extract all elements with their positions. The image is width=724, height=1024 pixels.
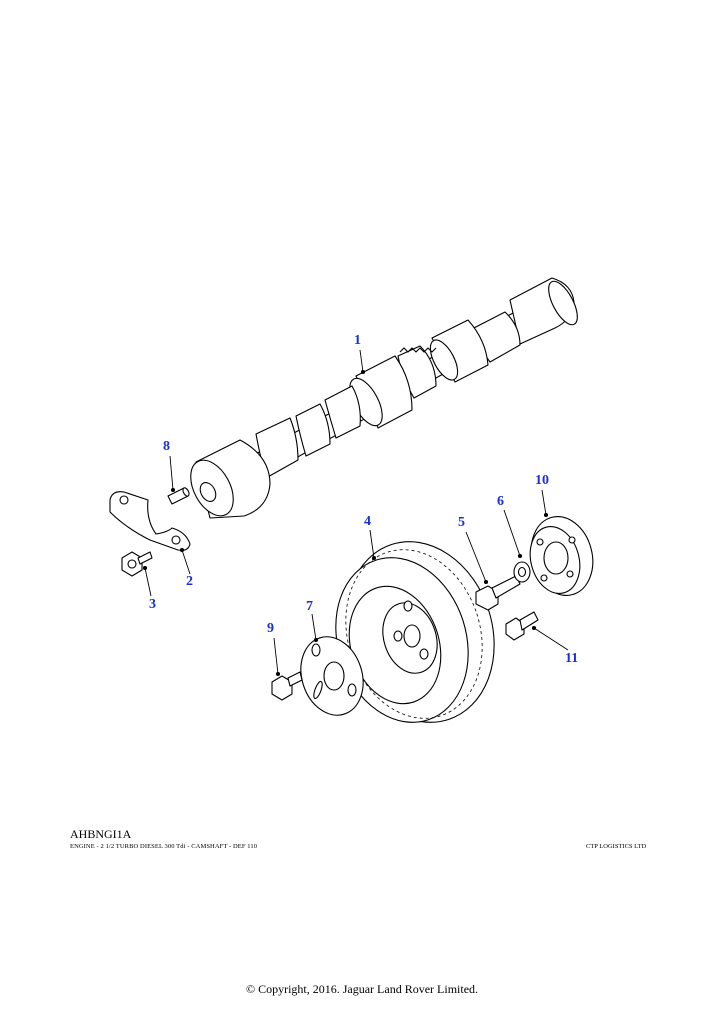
callout-9: 9 <box>267 621 274 636</box>
leader-lines <box>142 349 569 677</box>
bolt-part-3 <box>121 551 153 577</box>
callout-4: 4 <box>364 514 371 529</box>
callout-6: 6 <box>497 494 504 509</box>
callout-3: 3 <box>149 597 156 612</box>
callout-5: 5 <box>458 515 465 530</box>
callout-7: 7 <box>306 599 313 614</box>
camshaft-part <box>190 277 578 519</box>
callout-8: 8 <box>163 439 170 454</box>
bolt-part-11 <box>505 611 539 641</box>
copyright-notice: © Copyright, 2016. Jaguar Land Rover Lim… <box>245 982 479 996</box>
thrust-plate-part <box>109 491 191 551</box>
bolt-part-9 <box>271 671 303 701</box>
retaining-plate-part <box>300 636 364 716</box>
callout-10: 10 <box>535 473 549 488</box>
bolt-part-5 <box>475 575 521 611</box>
dowel-pin-part <box>167 487 190 505</box>
callout-2: 2 <box>186 574 193 589</box>
callout-1: 1 <box>354 333 361 348</box>
diagram-reference-code: AHBNGI1A <box>70 827 132 841</box>
timing-gear-part <box>335 541 495 723</box>
supplier-label: CTP LOGISTICS LTD <box>586 843 647 850</box>
hub-part <box>529 516 594 596</box>
washer-part <box>513 561 531 583</box>
diagram-caption: ENGINE - 2 1/2 TURBO DIESEL 300 Tdi - CA… <box>70 843 258 850</box>
callout-11: 11 <box>565 651 579 666</box>
